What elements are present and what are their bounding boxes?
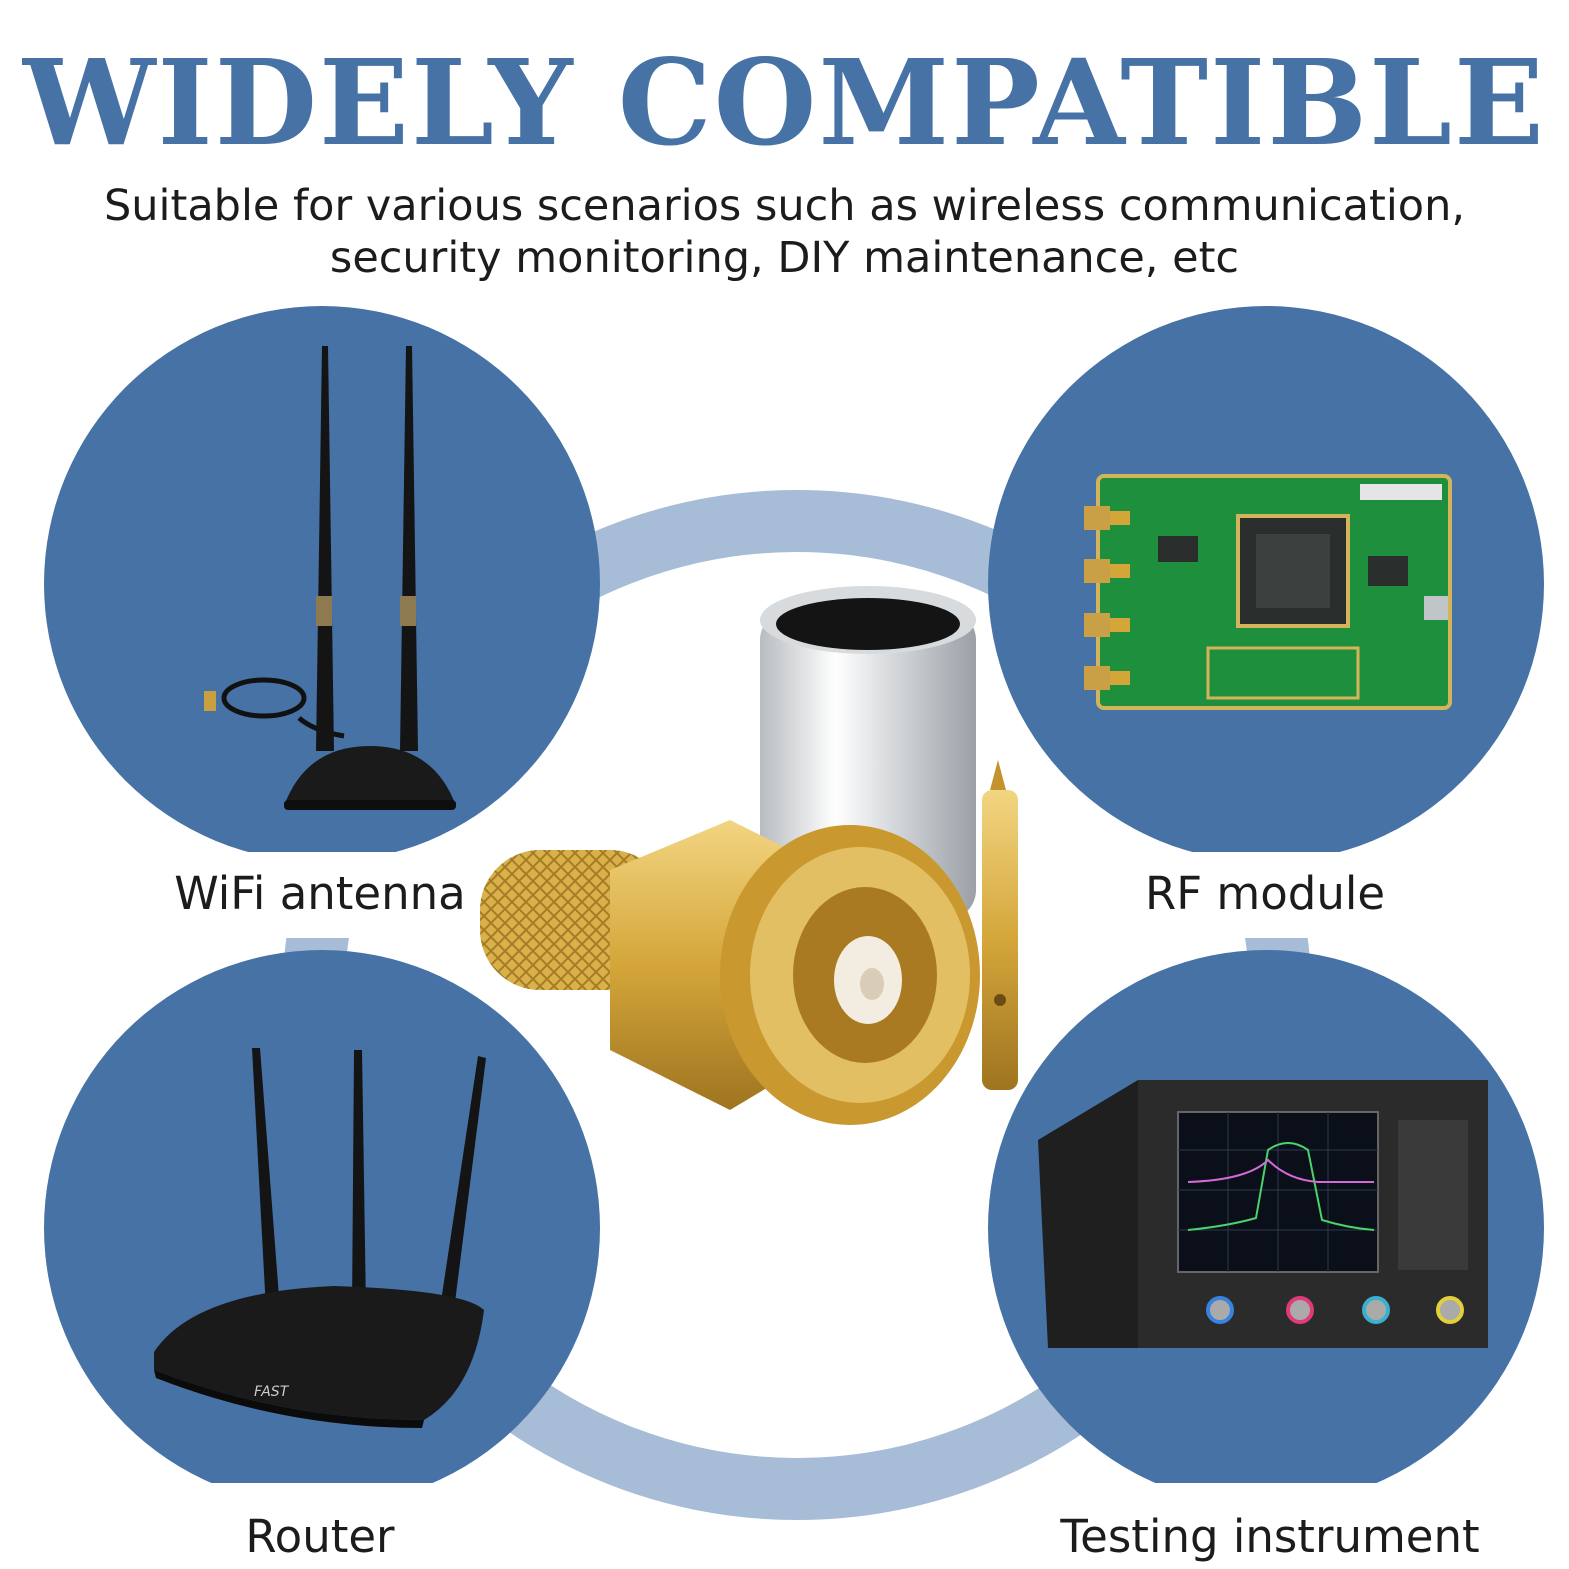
wifi-antenna-circle bbox=[44, 306, 600, 862]
router-logo-mark: FAST bbox=[254, 1384, 290, 1400]
wifi-antenna-icon bbox=[204, 346, 456, 810]
testing-instrument-circle bbox=[988, 950, 1544, 1506]
page-title: WIDELY COMPATIBLE bbox=[23, 33, 1546, 172]
rf-module-label: RF module bbox=[1144, 867, 1386, 920]
rf-module-board-icon bbox=[1084, 474, 1452, 710]
network-analyzer-icon bbox=[1038, 1080, 1488, 1348]
rf-module-circle bbox=[988, 306, 1544, 862]
router-label: Router bbox=[245, 1510, 395, 1563]
wifi-antenna-label: WiFi antenna bbox=[174, 867, 466, 920]
testing-instrument-label: Testing instrument bbox=[1060, 1510, 1480, 1563]
subtitle-line-1: Suitable for various scenarios such as w… bbox=[103, 181, 1466, 231]
router-circle: FAST bbox=[44, 950, 600, 1506]
router-icon: FAST bbox=[154, 1048, 486, 1428]
sma-connector-icon bbox=[480, 586, 1018, 1125]
subtitle-line-2: security monitoring, DIY maintenance, et… bbox=[329, 233, 1240, 283]
page-subtitle: Suitable for various scenarios such as w… bbox=[60, 180, 1509, 284]
